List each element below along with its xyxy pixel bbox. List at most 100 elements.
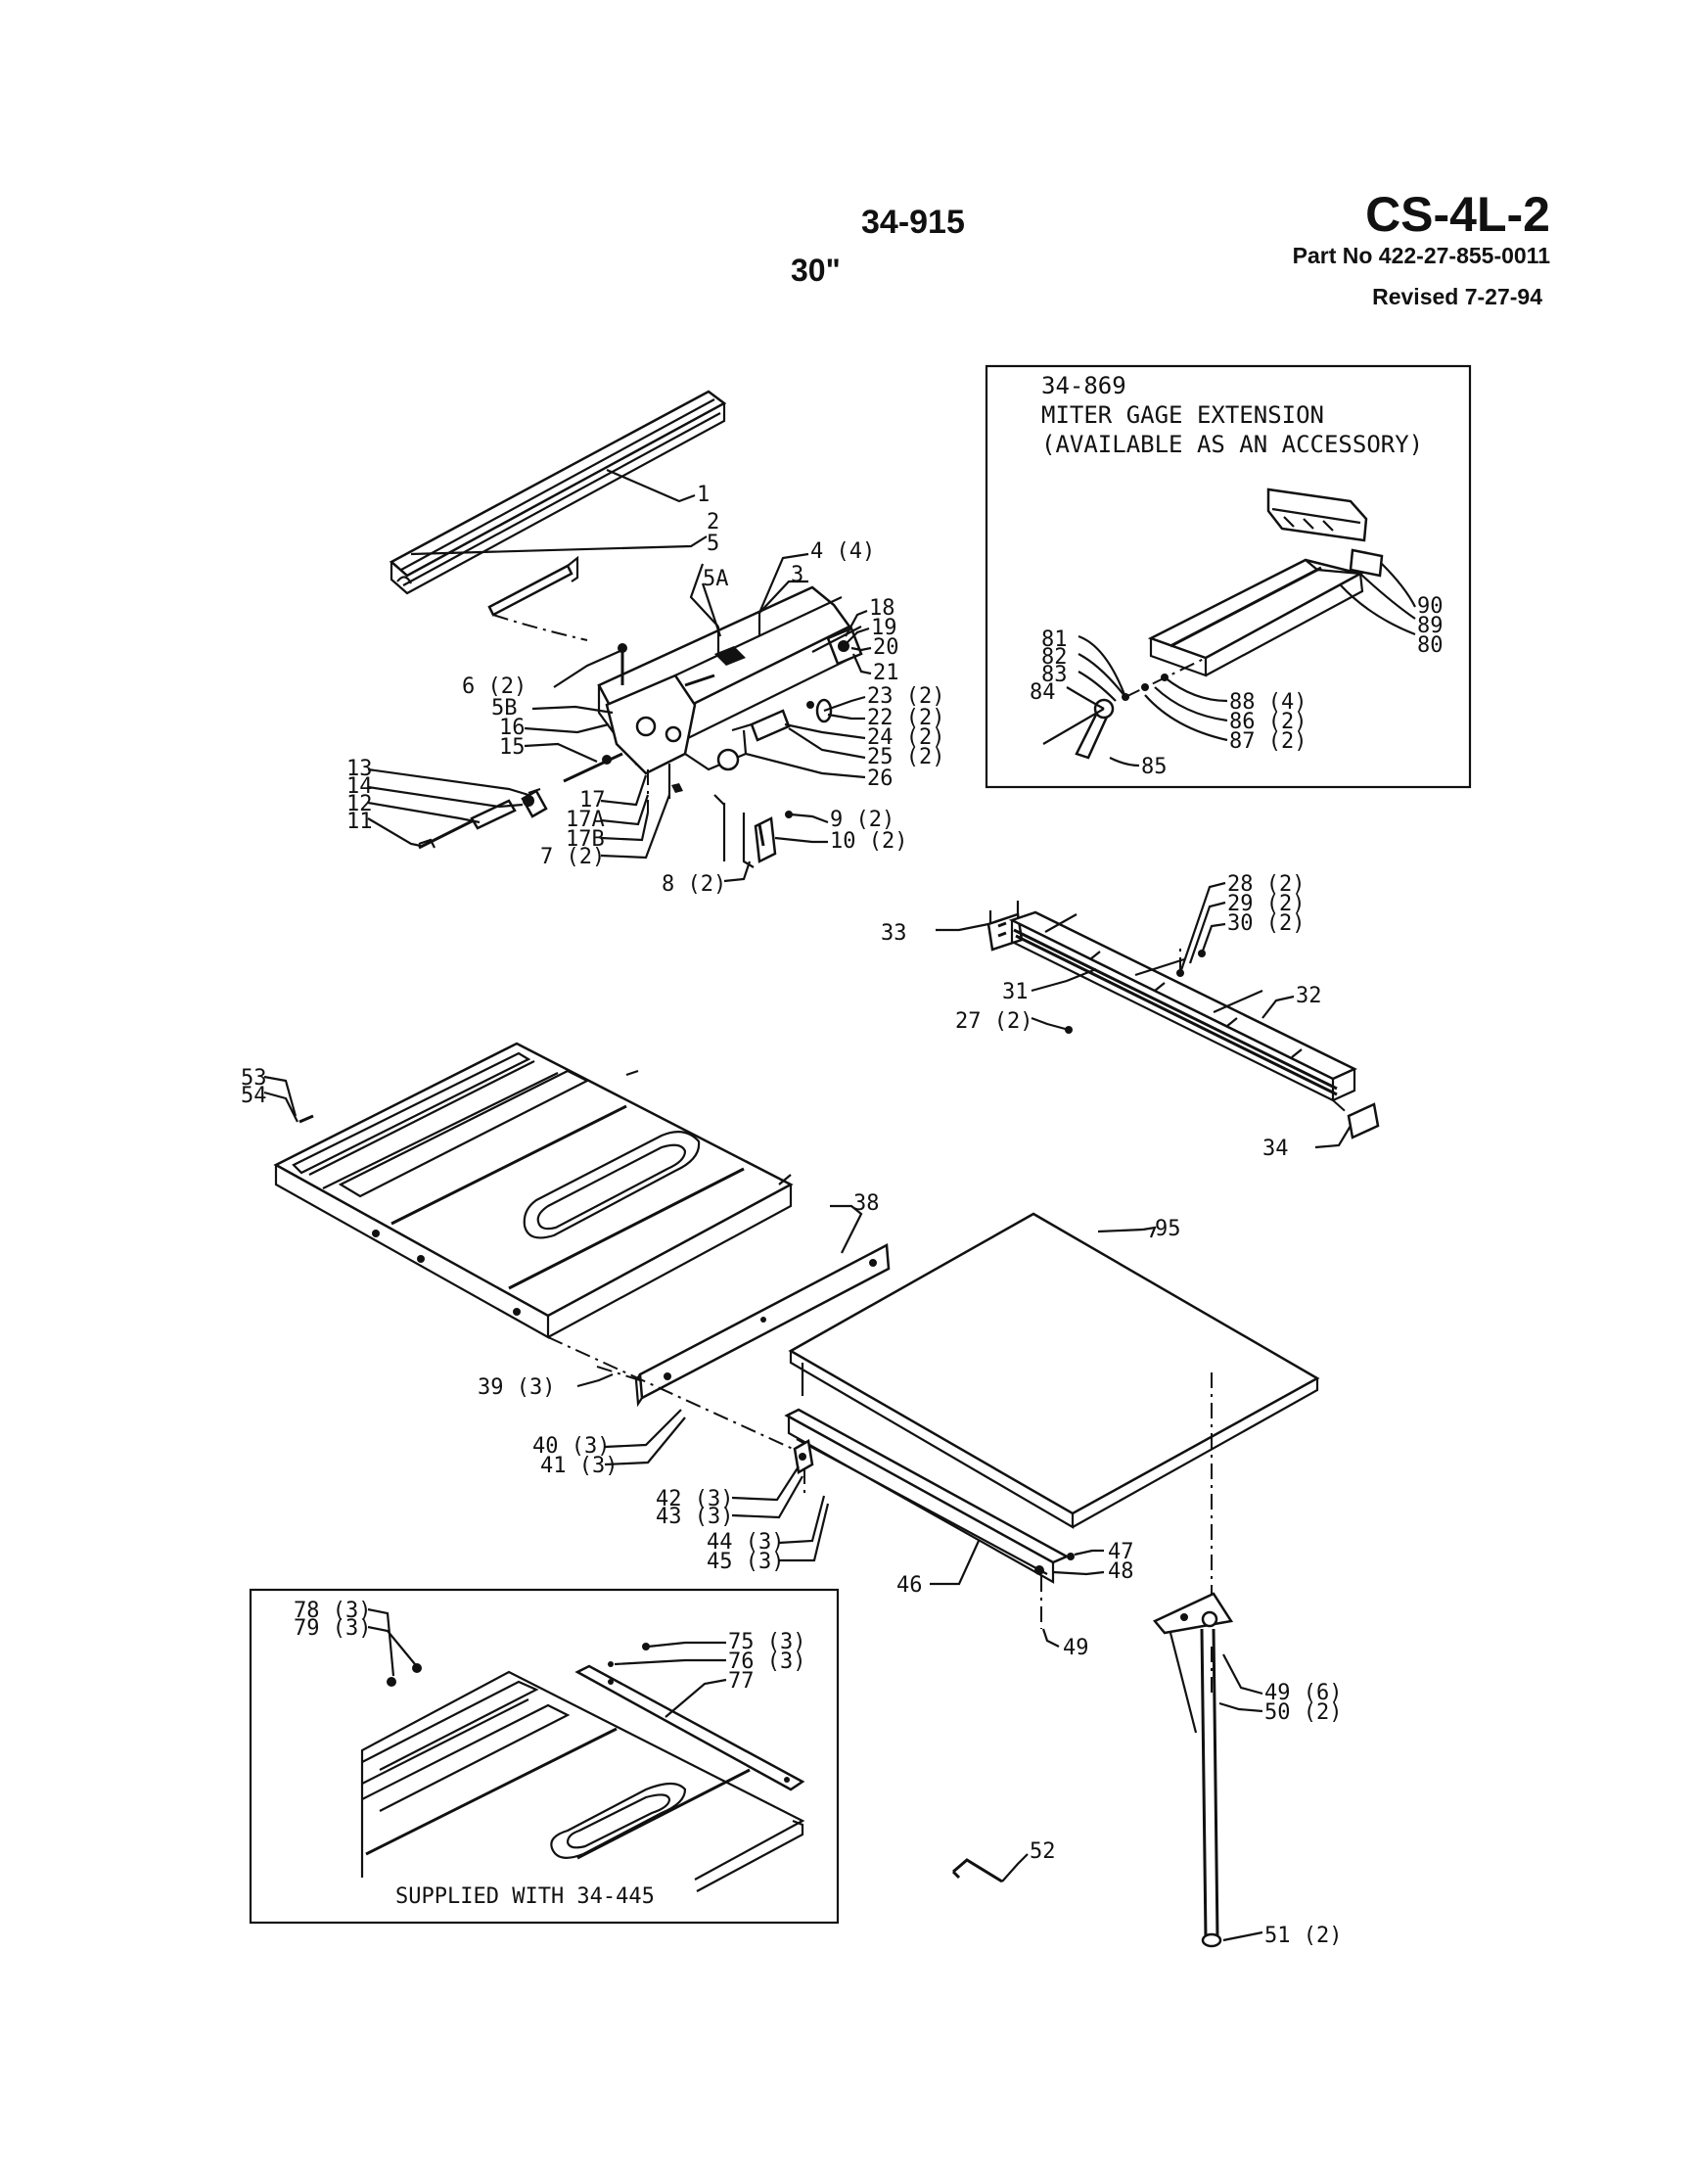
callout-34: 34 (1262, 1137, 1289, 1161)
callout-43: 43 (3) (656, 1505, 733, 1529)
callout-49: 49 (1063, 1636, 1089, 1660)
callout-5: 5 (707, 532, 719, 556)
drawing-code: CS-4L-2 (1365, 187, 1550, 242)
callout-80: 80 (1417, 633, 1444, 658)
revision-date: Revised 7-27-94 (1372, 284, 1542, 309)
callout-84: 84 (1030, 680, 1056, 705)
callout-14: 14 (346, 774, 373, 799)
callout-41: 41 (3) (540, 1454, 618, 1478)
callout-50: 50 (2) (1264, 1700, 1342, 1725)
rear-bar-38 (547, 1243, 891, 1450)
callout-25: 25 (2) (867, 745, 944, 769)
callout-15: 15 (499, 735, 526, 760)
callout-17: 17 (579, 788, 606, 813)
part-2-bracket (487, 564, 573, 617)
callout-17a: 17A (566, 808, 605, 832)
callout-31: 31 (1002, 980, 1029, 1004)
accessory-box: 34-869 MITER GAGE EXTENSION (AVAILABLE A… (985, 364, 1472, 789)
callout-2: 2 (707, 510, 719, 534)
support-leg (1153, 1372, 1234, 1948)
accessory-title-line2: MITER GAGE EXTENSION (1041, 401, 1324, 429)
callout-18: 18 (869, 596, 895, 621)
callout-81: 81 (1041, 627, 1068, 652)
callout-47: 47 (1108, 1540, 1134, 1564)
rear-rail-assembly (986, 901, 1380, 1139)
part-90-plate (1349, 548, 1384, 578)
callout-90: 90 (1417, 594, 1444, 619)
callout-78: 78 (3) (294, 1599, 371, 1623)
callout-11: 11 (346, 810, 373, 834)
callout-22: 22 (2) (867, 706, 944, 730)
callout-42: 42 (3) (656, 1487, 733, 1511)
front-rail-assembly (389, 390, 727, 641)
supplied-box: SUPPLIED WITH 34-445 (249, 1588, 840, 1925)
clamp-plate-assembly (713, 794, 793, 868)
callout-12: 12 (346, 792, 373, 816)
callout-77: 77 (728, 1669, 755, 1694)
callout-51: 51 (2) (1264, 1924, 1342, 1948)
callout-27: 27 (2) (955, 1009, 1032, 1034)
callout-45: 45 (3) (707, 1550, 784, 1574)
callout-86: 86 (2) (1229, 710, 1307, 734)
accessory-title-line3: (AVAILABLE AS AN ACCESSORY) (1041, 431, 1423, 458)
callout-33: 33 (881, 921, 907, 946)
callout-30: 30 (2) (1227, 911, 1305, 936)
callout-87: 87 (2) (1229, 729, 1307, 754)
callout-48: 48 (1108, 1559, 1134, 1584)
callout-4: 4 (4) (810, 539, 875, 564)
callout-26: 26 (867, 767, 894, 791)
callout-52: 52 (1030, 1839, 1056, 1864)
callout-83: 83 (1041, 663, 1068, 687)
callout-13: 13 (346, 757, 373, 781)
callout-82: 82 (1041, 645, 1068, 670)
callout-89: 89 (1417, 614, 1444, 638)
callout-20: 20 (873, 635, 899, 660)
model-number: 34-915 (861, 204, 965, 241)
supplied-box-caption: SUPPLIED WITH 34-445 (395, 1884, 655, 1909)
miter-extension-bar (1147, 558, 1364, 677)
callout-9: 9 (2) (830, 808, 894, 832)
callout-44: 44 (3) (707, 1530, 784, 1555)
callout-19: 19 (871, 616, 897, 640)
callout-79: 79 (3) (294, 1616, 371, 1641)
saw-table (273, 1042, 794, 1339)
accessory-box-frame (985, 364, 1472, 789)
callout-38: 38 (853, 1191, 880, 1216)
callout-6: 6 (2) (462, 674, 527, 699)
callout-40: 40 (3) (532, 1434, 610, 1459)
extension-table (784, 1212, 1320, 1629)
supplied-box-frame (249, 1588, 840, 1925)
callout-88: 88 (4) (1229, 690, 1307, 715)
part-number: Part No 422-27-855-0011 (1292, 243, 1550, 268)
callout-3: 3 (791, 563, 803, 587)
callout-1: 1 (697, 483, 710, 507)
callout-7: 7 (2) (540, 845, 605, 869)
callout-21: 21 (873, 661, 899, 685)
fence-body-assembly (597, 585, 863, 775)
callout-54: 54 (241, 1084, 267, 1108)
callout-5b: 5B (491, 696, 518, 720)
callout-10: 10 (2) (830, 829, 907, 854)
callout-17b: 17B (566, 827, 605, 852)
hex-key (951, 1858, 1003, 1883)
callout-76: 76 (3) (728, 1650, 805, 1674)
callout-29: 29 (2) (1227, 892, 1305, 916)
callout-5a: 5A (703, 567, 729, 591)
callout-32: 32 (1296, 984, 1322, 1008)
callout-49-6: 49 (6) (1264, 1681, 1342, 1705)
part-34-end-plate (1347, 1102, 1380, 1139)
callout-46: 46 (896, 1573, 923, 1598)
callout-85: 85 (1141, 755, 1168, 779)
callout-95: 95 (1155, 1217, 1181, 1241)
callout-8: 8 (2) (662, 872, 726, 897)
adjusting-screw-assembly (418, 752, 683, 850)
callout-24: 24 (2) (867, 725, 944, 750)
callout-39: 39 (3) (478, 1375, 555, 1400)
table-size: 30" (791, 253, 841, 288)
callout-53: 53 (241, 1066, 267, 1091)
miter-extension-clamp-part (1266, 488, 1368, 542)
accessory-title-line1: 34-869 (1041, 372, 1126, 399)
callout-28: 28 (2) (1227, 872, 1305, 897)
